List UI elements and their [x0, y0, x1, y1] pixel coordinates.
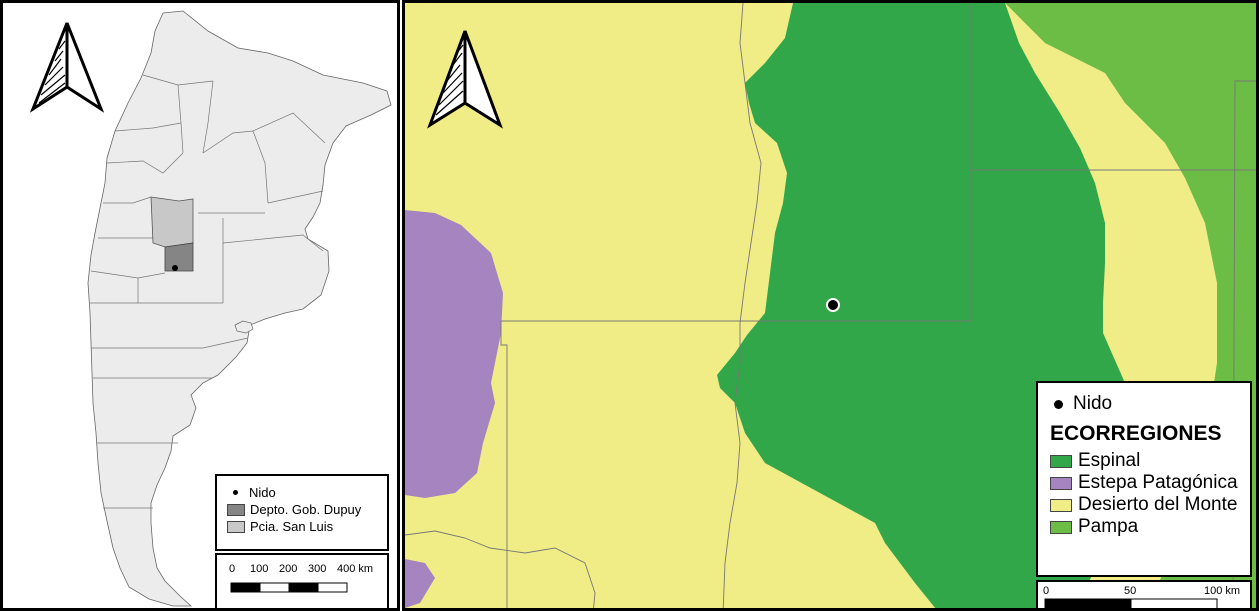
- legend-item-espinal: Espinal: [1050, 450, 1250, 472]
- scale-tick-label: 100 km: [1204, 585, 1241, 597]
- nest-dot-icon: [1054, 399, 1063, 409]
- legend-label: Estepa Patagónica: [1078, 472, 1238, 493]
- legend-label: Depto. Gob. Dupuy: [250, 502, 362, 517]
- nest-dot-icon: [233, 490, 238, 495]
- legend-label: Espinal: [1078, 450, 1141, 471]
- province-san-luis: [150, 196, 194, 248]
- estepa-swatch: [1050, 476, 1072, 490]
- scale-tick-label: 0: [1043, 585, 1050, 597]
- ecoregion-estepa-patagonica-south: [405, 559, 435, 608]
- legend-item-pampa: Pampa: [1050, 516, 1250, 538]
- ecoregion-map: [405, 3, 1256, 608]
- location-map-panel: Nido Depto. Gob. Dupuy Pcia. San Luis 0 …: [0, 0, 400, 611]
- province-borders: [405, 3, 1256, 608]
- province-borders: [90, 74, 326, 509]
- scale-bar-box: 0 50 100 km: [1036, 580, 1252, 608]
- legend-label: Nido: [249, 485, 276, 500]
- monte-swatch: [1050, 498, 1072, 512]
- nest-location-marker: [826, 298, 840, 312]
- scale-tick-label: 0: [229, 563, 236, 575]
- scale-tick-label: 400 km: [337, 563, 374, 575]
- scale-tick-label: 100: [250, 563, 269, 575]
- scale-tick-label: 300: [308, 563, 327, 575]
- scale-bar: [1044, 598, 1218, 608]
- legend-item-nido: Nido: [227, 484, 387, 501]
- argentina-map: [29, 10, 392, 607]
- legend-item-monte: Desierto del Monte: [1050, 494, 1250, 516]
- ecoregion-pampa: [1005, 3, 1256, 608]
- legend-item-province: Pcia. San Luis: [227, 518, 387, 535]
- legend-label: Desierto del Monte: [1078, 494, 1238, 515]
- legend-label: Pcia. San Luis: [250, 519, 334, 534]
- ecoregion-legend: Nido ECORREGIONES Espinal Estepa Patagón…: [1036, 381, 1252, 577]
- espinal-swatch: [1050, 454, 1072, 468]
- argentina-outline: [87, 10, 392, 607]
- province-swatch: [227, 520, 245, 533]
- legend-item-estepa: Estepa Patagónica: [1050, 472, 1250, 494]
- scale-tick-label: 200: [279, 563, 298, 575]
- ecoregion-map-panel: Nido ECORREGIONES Espinal Estepa Patagón…: [402, 0, 1259, 611]
- legend-label: Nido: [1073, 393, 1113, 414]
- department-gob-dupuy: [164, 242, 194, 272]
- north-arrow-icon: [29, 22, 105, 113]
- legend-heading: ECORREGIONES: [1050, 422, 1222, 445]
- pampa-swatch: [1050, 520, 1072, 534]
- nest-location-marker: [172, 265, 178, 271]
- scale-bar: [230, 582, 348, 593]
- north-arrow-icon: [427, 30, 503, 129]
- location-legend: Nido Depto. Gob. Dupuy Pcia. San Luis: [215, 474, 389, 551]
- legend-label: Pampa: [1078, 516, 1139, 537]
- ecoregion-estepa-patagonica: [405, 210, 503, 498]
- ecoregion-espinal: [717, 3, 1135, 608]
- scale-tick-label: 50: [1124, 585, 1137, 597]
- legend-item-department: Depto. Gob. Dupuy: [227, 501, 387, 518]
- legend-item-nido: Nido: [1050, 393, 1250, 415]
- department-swatch: [227, 503, 245, 516]
- scale-bar-box: 0 100 200 300 400 km: [215, 553, 389, 608]
- falkland-islands: [234, 320, 254, 334]
